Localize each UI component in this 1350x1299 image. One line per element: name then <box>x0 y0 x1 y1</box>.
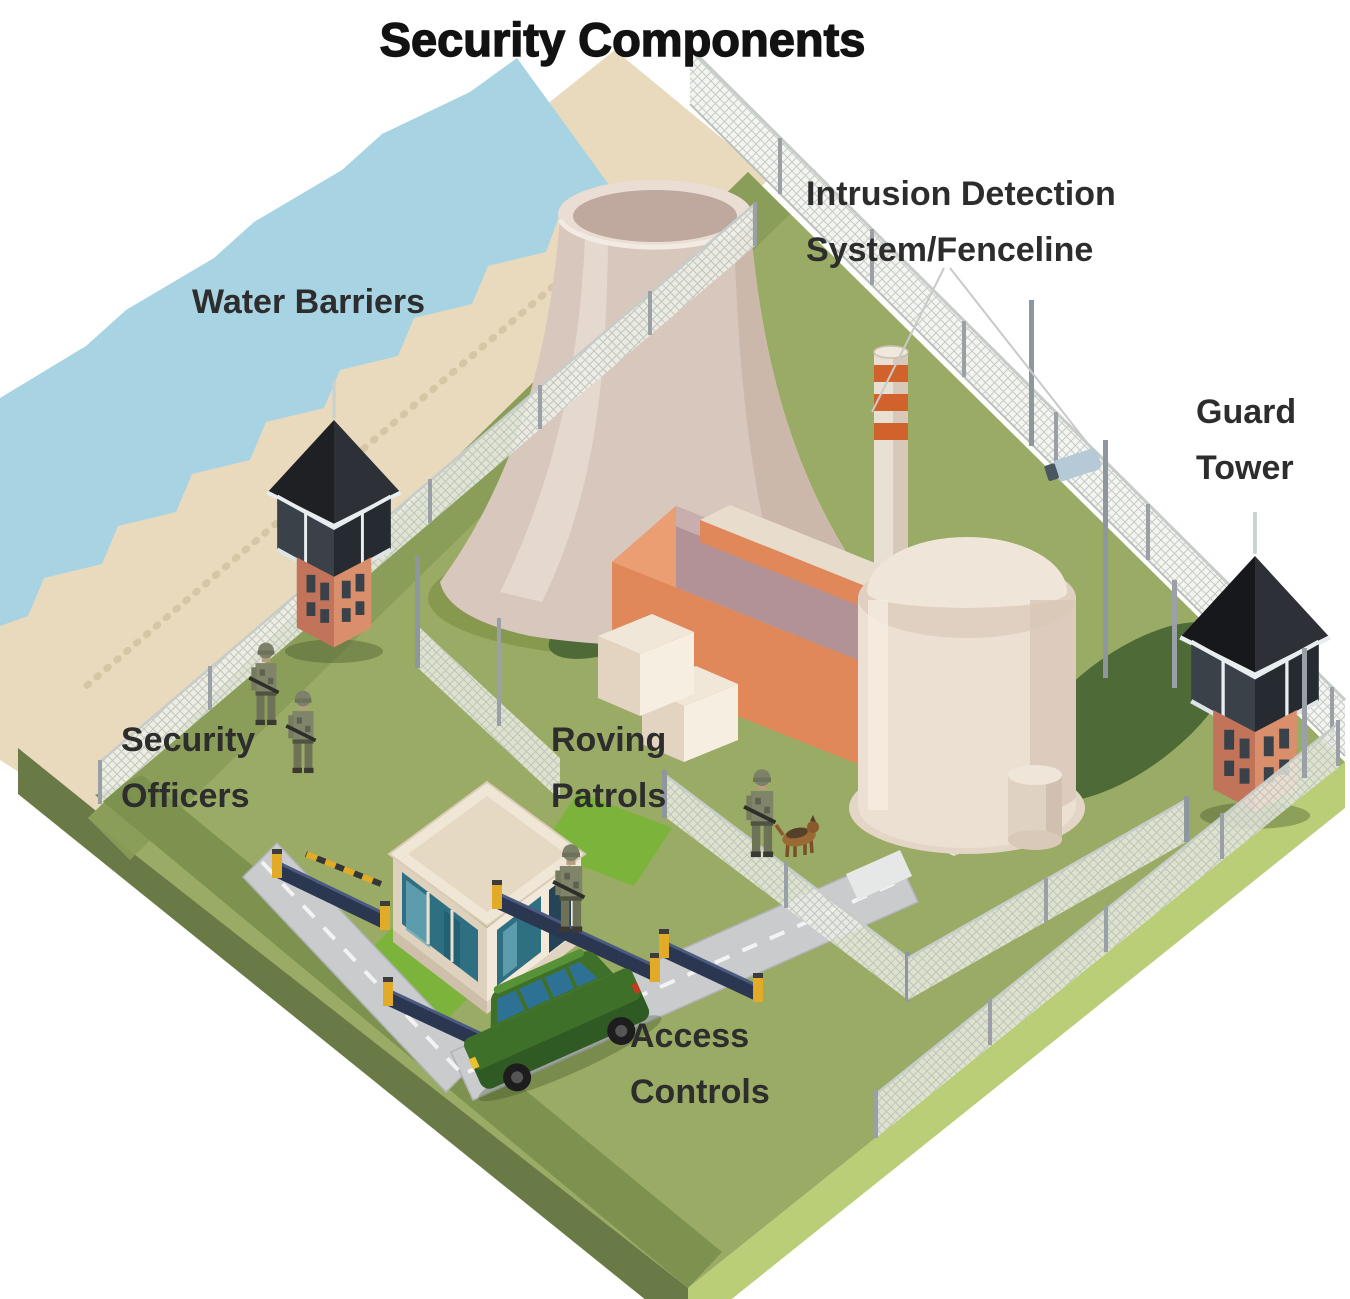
perimeter-fence-southeast <box>874 580 1341 1138</box>
roving-patrol-figure <box>742 767 819 860</box>
label-intrusion-detection-fenceline: Intrusion Detection System/Fenceline <box>806 175 1116 269</box>
crosswalk-strip <box>846 850 912 900</box>
label-water-barriers: Water Barriers <box>192 283 426 321</box>
label-guard-tower: Guard Tower <box>1196 393 1297 487</box>
bollards <box>272 849 763 1064</box>
patrol-dog <box>774 815 819 858</box>
label-roving-patrols: Roving Patrols <box>551 721 667 815</box>
containment-building <box>849 537 1085 854</box>
taillight <box>631 982 641 994</box>
intrusion-detection-fence <box>688 46 1347 757</box>
vehicle-barriers <box>272 849 763 1064</box>
green-minivan <box>464 948 662 1102</box>
inner-fences <box>415 556 1189 1002</box>
label-access-controls: Access Controls <box>630 1017 770 1111</box>
label-security-officers: Security Officers <box>121 721 256 815</box>
label-leader-lines <box>871 267 1089 445</box>
guard-tower-left <box>266 380 402 664</box>
headlight <box>468 1056 480 1070</box>
diagram-title: Security Components <box>379 12 866 66</box>
